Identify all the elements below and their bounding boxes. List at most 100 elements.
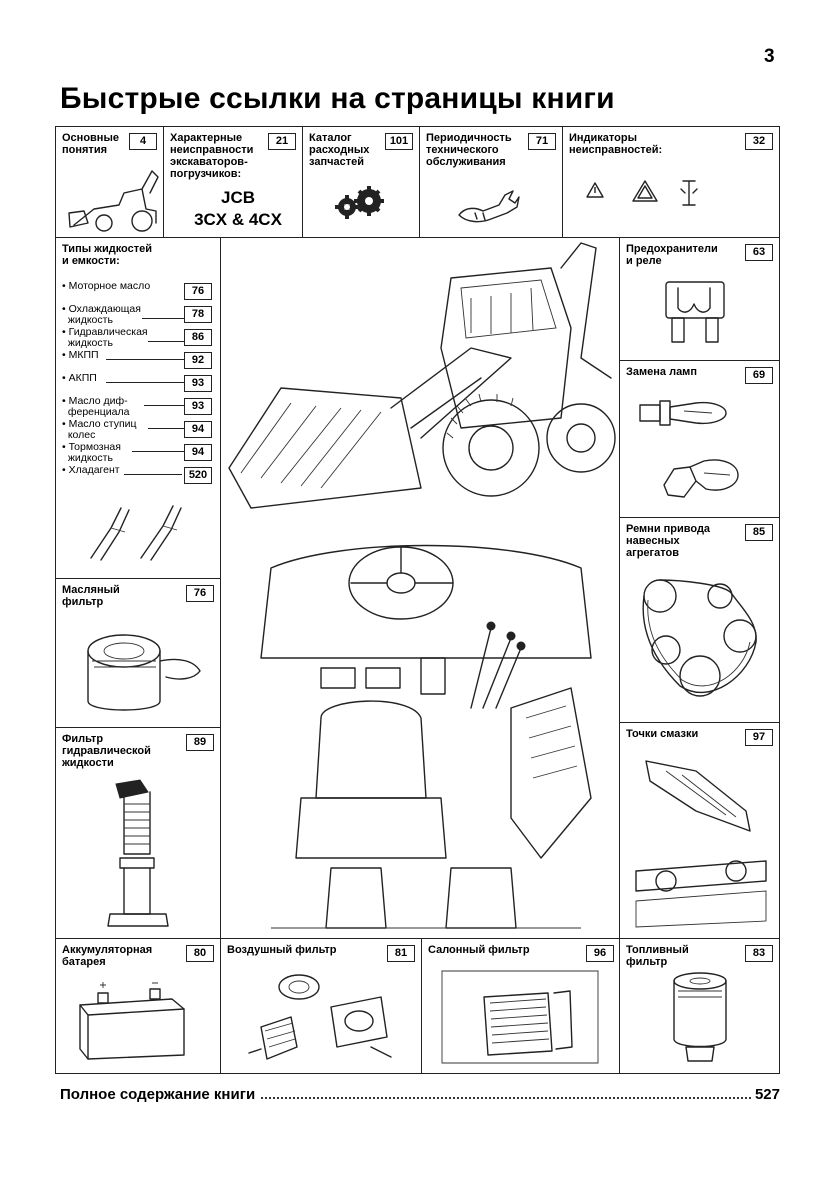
link-fluids[interactable]: Типы жидкостей и емкости: • Моторное мас… (55, 237, 221, 579)
page-ref-catalog[interactable]: 101 (385, 133, 413, 150)
fluid-label: • Гидравлическая жидкость (62, 326, 148, 349)
fluid-page-ref[interactable]: 76 (184, 283, 212, 300)
link-air-filter[interactable]: Воздушный фильтр 81 (220, 938, 422, 1074)
fluid-page-ref[interactable]: 93 (184, 375, 212, 392)
page-ref-oil-filter[interactable]: 76 (186, 585, 214, 602)
fluid-row[interactable]: • Гидравлическая жидкость 86 (62, 327, 214, 350)
label-catalog: Каталог расходных запчастей (309, 132, 370, 168)
page-ref-fuses[interactable]: 63 (745, 244, 773, 261)
fluid-row[interactable]: • Тормозная жидкость 94 (62, 442, 214, 465)
toc-label: Полное содержание книги (60, 1086, 256, 1103)
lamp-bulbs-icon (639, 400, 739, 498)
fluid-page-ref[interactable]: 94 (184, 444, 212, 461)
label-cabin-filter: Салонный фильтр (428, 944, 530, 956)
label-battery: Аккумуляторная батарея (62, 944, 153, 968)
label-indicators: Индикаторы неисправностей: (569, 132, 663, 156)
link-faults[interactable]: Характерные неисправности экскаваторов- … (163, 126, 303, 238)
page-ref-maintenance[interactable]: 71 (528, 133, 556, 150)
link-cabin-filter[interactable]: Салонный фильтр 96 (421, 938, 621, 1074)
page-ref-lube-points[interactable]: 97 (745, 729, 773, 746)
label-lube-points: Точки смазки (626, 728, 699, 740)
page-ref-fuel-filter[interactable]: 83 (745, 945, 773, 962)
cabin-filter-icon (441, 970, 599, 1064)
link-battery[interactable]: Аккумуляторная батарея 80 (55, 938, 221, 1074)
fluid-label: • АКПП (62, 372, 97, 384)
wrench-hand-icon (458, 190, 520, 223)
page-ref-air-filter[interactable]: 81 (387, 945, 415, 962)
fluid-label: • Охлаждающая жидкость (62, 303, 141, 326)
fluid-label: • Масло ступиц колес (62, 418, 137, 441)
label-faults: Характерные неисправности экскаваторов- … (170, 132, 254, 180)
fluid-label: • МКПП (62, 349, 99, 361)
label-basics: Основные понятия (62, 132, 119, 156)
fluid-page-ref[interactable]: 92 (184, 352, 212, 369)
page-ref-indicators[interactable]: 32 (745, 133, 773, 150)
label-fluids: Типы жидкостей и емкости: (62, 243, 153, 267)
brand-model: 3CX & 4CX (194, 210, 282, 229)
fluid-page-ref[interactable]: 86 (184, 329, 212, 346)
link-catalog[interactable]: Каталог расходных запчастей 101 (302, 126, 420, 238)
brand-jcb: JCB (220, 188, 255, 207)
page-title: Быстрые ссылки на страницы книги (60, 82, 615, 115)
full-contents-link[interactable]: Полное содержание книги 527 (60, 1086, 780, 1103)
link-indicators[interactable]: Индикаторы неисправностей: 32 (562, 126, 780, 238)
link-lamps[interactable]: Замена ламп 69 (619, 360, 780, 518)
fluid-label: • Хладагент (62, 464, 120, 476)
fluid-hoses-icon (90, 505, 182, 561)
quick-links-grid: Основные понятия 4 Характерные неисправн… (55, 126, 780, 1074)
page-number: 3 (764, 46, 775, 67)
fluid-page-ref[interactable]: 78 (184, 306, 212, 323)
link-fuses[interactable]: Предохранители и реле 63 (619, 237, 780, 361)
link-fuel-filter[interactable]: Топливный фильтр 83 (619, 938, 780, 1074)
fluid-page-ref[interactable]: 93 (184, 398, 212, 415)
toc-page: 527 (754, 1086, 780, 1103)
label-oil-filter: Масляный фильтр (62, 584, 120, 608)
fluid-row[interactable]: • АКПП 93 (62, 373, 214, 396)
page-ref-faults[interactable]: 21 (268, 133, 296, 150)
link-oil-filter[interactable]: Масляный фильтр 76 (55, 578, 221, 728)
fluid-page-ref[interactable]: 94 (184, 421, 212, 438)
fuel-filter-icon (673, 972, 727, 1062)
page-ref-basics[interactable]: 4 (129, 133, 157, 150)
lubrication-points-icon (635, 760, 767, 928)
gears-icon (335, 186, 384, 219)
battery-icon (79, 982, 185, 1060)
air-filter-icon (248, 974, 392, 1060)
fluid-page-ref[interactable]: 520 (184, 467, 212, 484)
link-maintenance[interactable]: Периодичность технического обслуживания … (419, 126, 563, 238)
page-ref-battery[interactable]: 80 (186, 945, 214, 962)
fluid-row[interactable]: • Масло ступиц колес 94 (62, 419, 214, 442)
backhoe-loader-illustration (228, 242, 616, 929)
label-fuses: Предохранители и реле (626, 243, 718, 267)
fluid-row[interactable]: • МКПП 92 (62, 350, 214, 373)
link-belts[interactable]: Ремни привода навесных агрегатов 85 (619, 517, 780, 723)
label-air-filter: Воздушный фильтр (227, 944, 337, 956)
fuse-icon (665, 281, 725, 343)
fluid-row[interactable]: • Хладагент 520 (62, 465, 214, 488)
illustration-loader-and-cab (220, 237, 620, 941)
label-maintenance: Периодичность технического обслуживания (426, 132, 512, 168)
label-belts: Ремни привода навесных агрегатов (626, 523, 711, 559)
fluid-row[interactable]: • Масло диф- ференциала 93 (62, 396, 214, 419)
page-ref-belts[interactable]: 85 (745, 524, 773, 541)
link-basics[interactable]: Основные понятия 4 (55, 126, 164, 238)
oil-filter-icon (87, 634, 201, 711)
drive-belts-icon (642, 579, 757, 697)
page-ref-hydraulic-filter[interactable]: 89 (186, 734, 214, 751)
label-fuel-filter: Топливный фильтр (626, 944, 689, 968)
fluid-label: • Масло диф- ференциала (62, 395, 130, 418)
hydraulic-filter-icon (107, 779, 169, 927)
backhoe-loader-icon (68, 170, 159, 232)
fluids-list: • Моторное масло 76 • Охлаждающая жидкос… (62, 281, 214, 488)
label-hydraulic-filter: Фильтр гидравлической жидкости (62, 733, 151, 769)
fluid-row[interactable]: • Охлаждающая жидкость 78 (62, 304, 214, 327)
link-lube-points[interactable]: Точки смазки 97 (619, 722, 780, 939)
page-ref-cabin-filter[interactable]: 96 (586, 945, 614, 962)
fluid-label: • Тормозная жидкость (62, 441, 121, 464)
link-hydraulic-filter[interactable]: Фильтр гидравлической жидкости 89 (55, 727, 221, 939)
warning-indicators-icon (586, 180, 698, 206)
fluid-row[interactable]: • Моторное масло 76 (62, 281, 214, 304)
fluid-label: • Моторное масло (62, 280, 151, 292)
page-ref-lamps[interactable]: 69 (745, 367, 773, 384)
toc-leader-dots (261, 1097, 751, 1099)
